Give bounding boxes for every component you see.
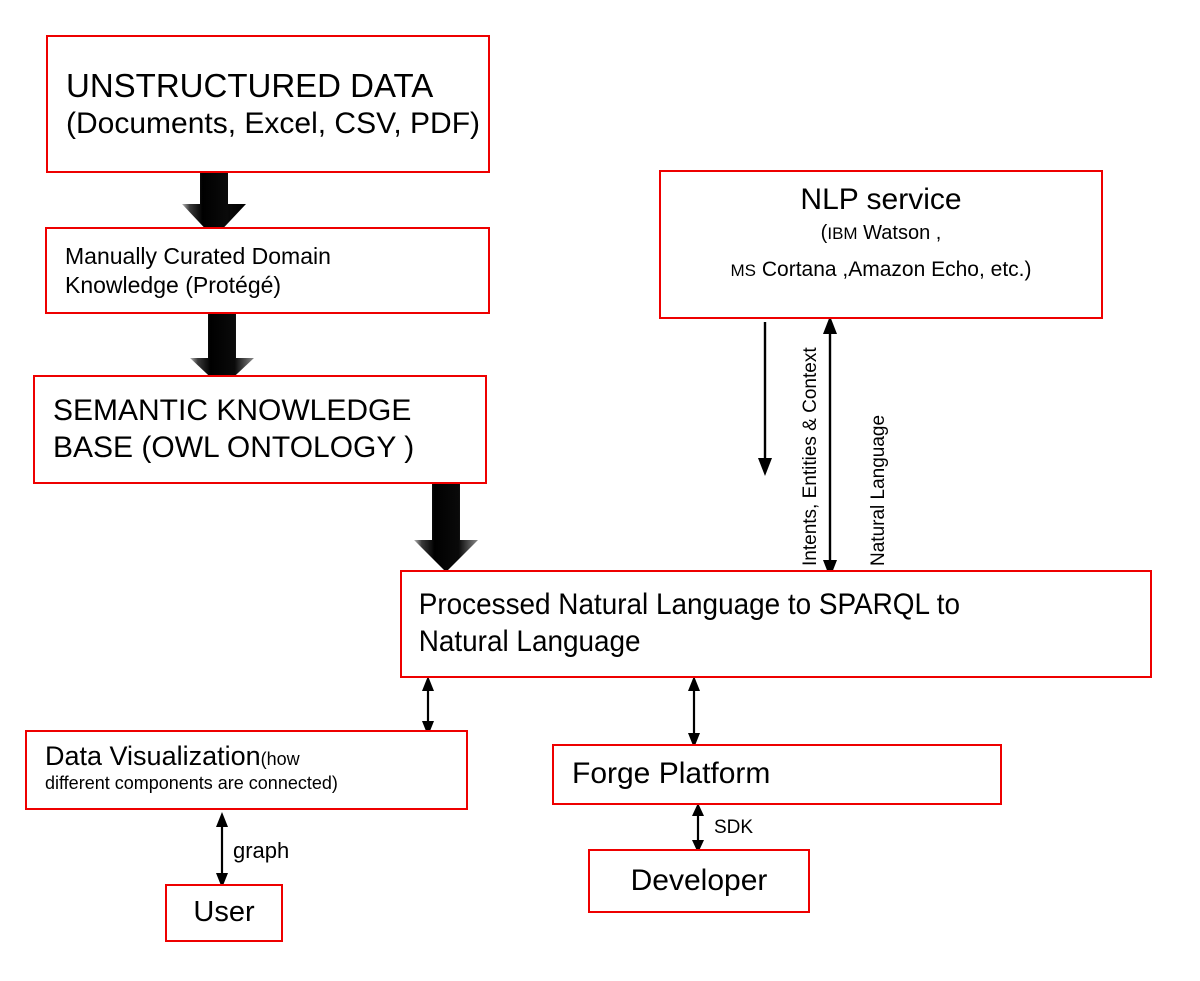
block-arrow-semantic-to-processed	[414, 482, 478, 572]
arrow-dataviz-to-user	[216, 812, 228, 888]
box-dataviz-subtext-start: (how	[260, 749, 300, 769]
arrow-processed-to-forge	[688, 676, 700, 748]
box-nlp-line2-prefix: (	[820, 221, 828, 244]
box-forge-platform: Forge Platform	[552, 744, 1002, 805]
box-semantic-line1: SEMANTIC KNOWLEDGE	[53, 393, 412, 427]
box-dataviz-title: Data Visualization	[45, 741, 261, 771]
box-unstructured-line2: (Documents, Excel, CSV, PDF)	[66, 106, 481, 140]
box-processed-line1: Processed Natural Language to SPARQL to	[418, 588, 961, 622]
box-nlp-line3-caps: MS	[730, 260, 757, 280]
arrow-natural-language-bidirectional	[823, 316, 837, 578]
block-arrow-unstructured-to-curated	[182, 150, 246, 238]
box-curated-line1: Manually Curated Domain	[65, 243, 331, 270]
connector-label-sdk: SDK	[714, 817, 754, 838]
box-unstructured-data: UNSTRUCTURED DATA (Documents, Excel, CSV…	[46, 35, 490, 173]
box-processed-line2: Natural Language	[418, 625, 641, 658]
box-unstructured-line1: UNSTRUCTURED DATA	[66, 66, 434, 104]
block-arrow-curated-to-semantic	[190, 312, 254, 388]
box-forge-label: Forge Platform	[572, 757, 771, 791]
box-nlp-line2-caps: IBM	[827, 223, 858, 243]
arrow-intents-down	[758, 322, 772, 476]
box-user: User	[165, 884, 283, 942]
box-developer-label: Developer	[630, 863, 768, 897]
box-nlp-line3-rest: Cortana ,Amazon Echo, etc.)	[756, 257, 1032, 281]
box-dataviz-line2: different components are connected)	[45, 772, 338, 793]
box-semantic-line2: BASE (OWL ONTOLOGY )	[53, 430, 415, 464]
connector-label-intents: Intents, Entities & Context	[800, 347, 821, 566]
box-nlp-line2-rest: Watson ,	[857, 221, 942, 244]
box-nlp-service: NLP service (IBM Watson , MS Cortana ,Am…	[659, 170, 1103, 319]
box-curated-line2: Knowledge (Protégé)	[65, 271, 282, 298]
connector-label-natural-language: Natural Language	[868, 414, 889, 566]
box-nlp-line3: MS Cortana ,Amazon Echo, etc.)	[661, 257, 1101, 283]
arrow-processed-to-dataviz	[422, 676, 434, 736]
box-data-visualization: Data Visualization(how different compone…	[25, 730, 468, 810]
box-user-label: User	[193, 896, 255, 929]
box-nlp-line2: (IBM Watson ,	[661, 221, 1101, 245]
box-dataviz-line1: Data Visualization(how	[27, 740, 466, 773]
box-developer: Developer	[588, 849, 810, 913]
box-nlp-title: NLP service	[800, 183, 962, 216]
box-manually-curated-domain-knowledge: Manually Curated Domain Knowledge (Proté…	[45, 227, 490, 314]
arrow-forge-to-developer	[692, 803, 704, 853]
box-processed-natural-language-sparql: Processed Natural Language to SPARQL to …	[400, 570, 1152, 678]
box-semantic-knowledge-base: SEMANTIC KNOWLEDGE BASE (OWL ONTOLOGY )	[33, 375, 487, 484]
connector-label-graph: graph	[233, 838, 290, 863]
